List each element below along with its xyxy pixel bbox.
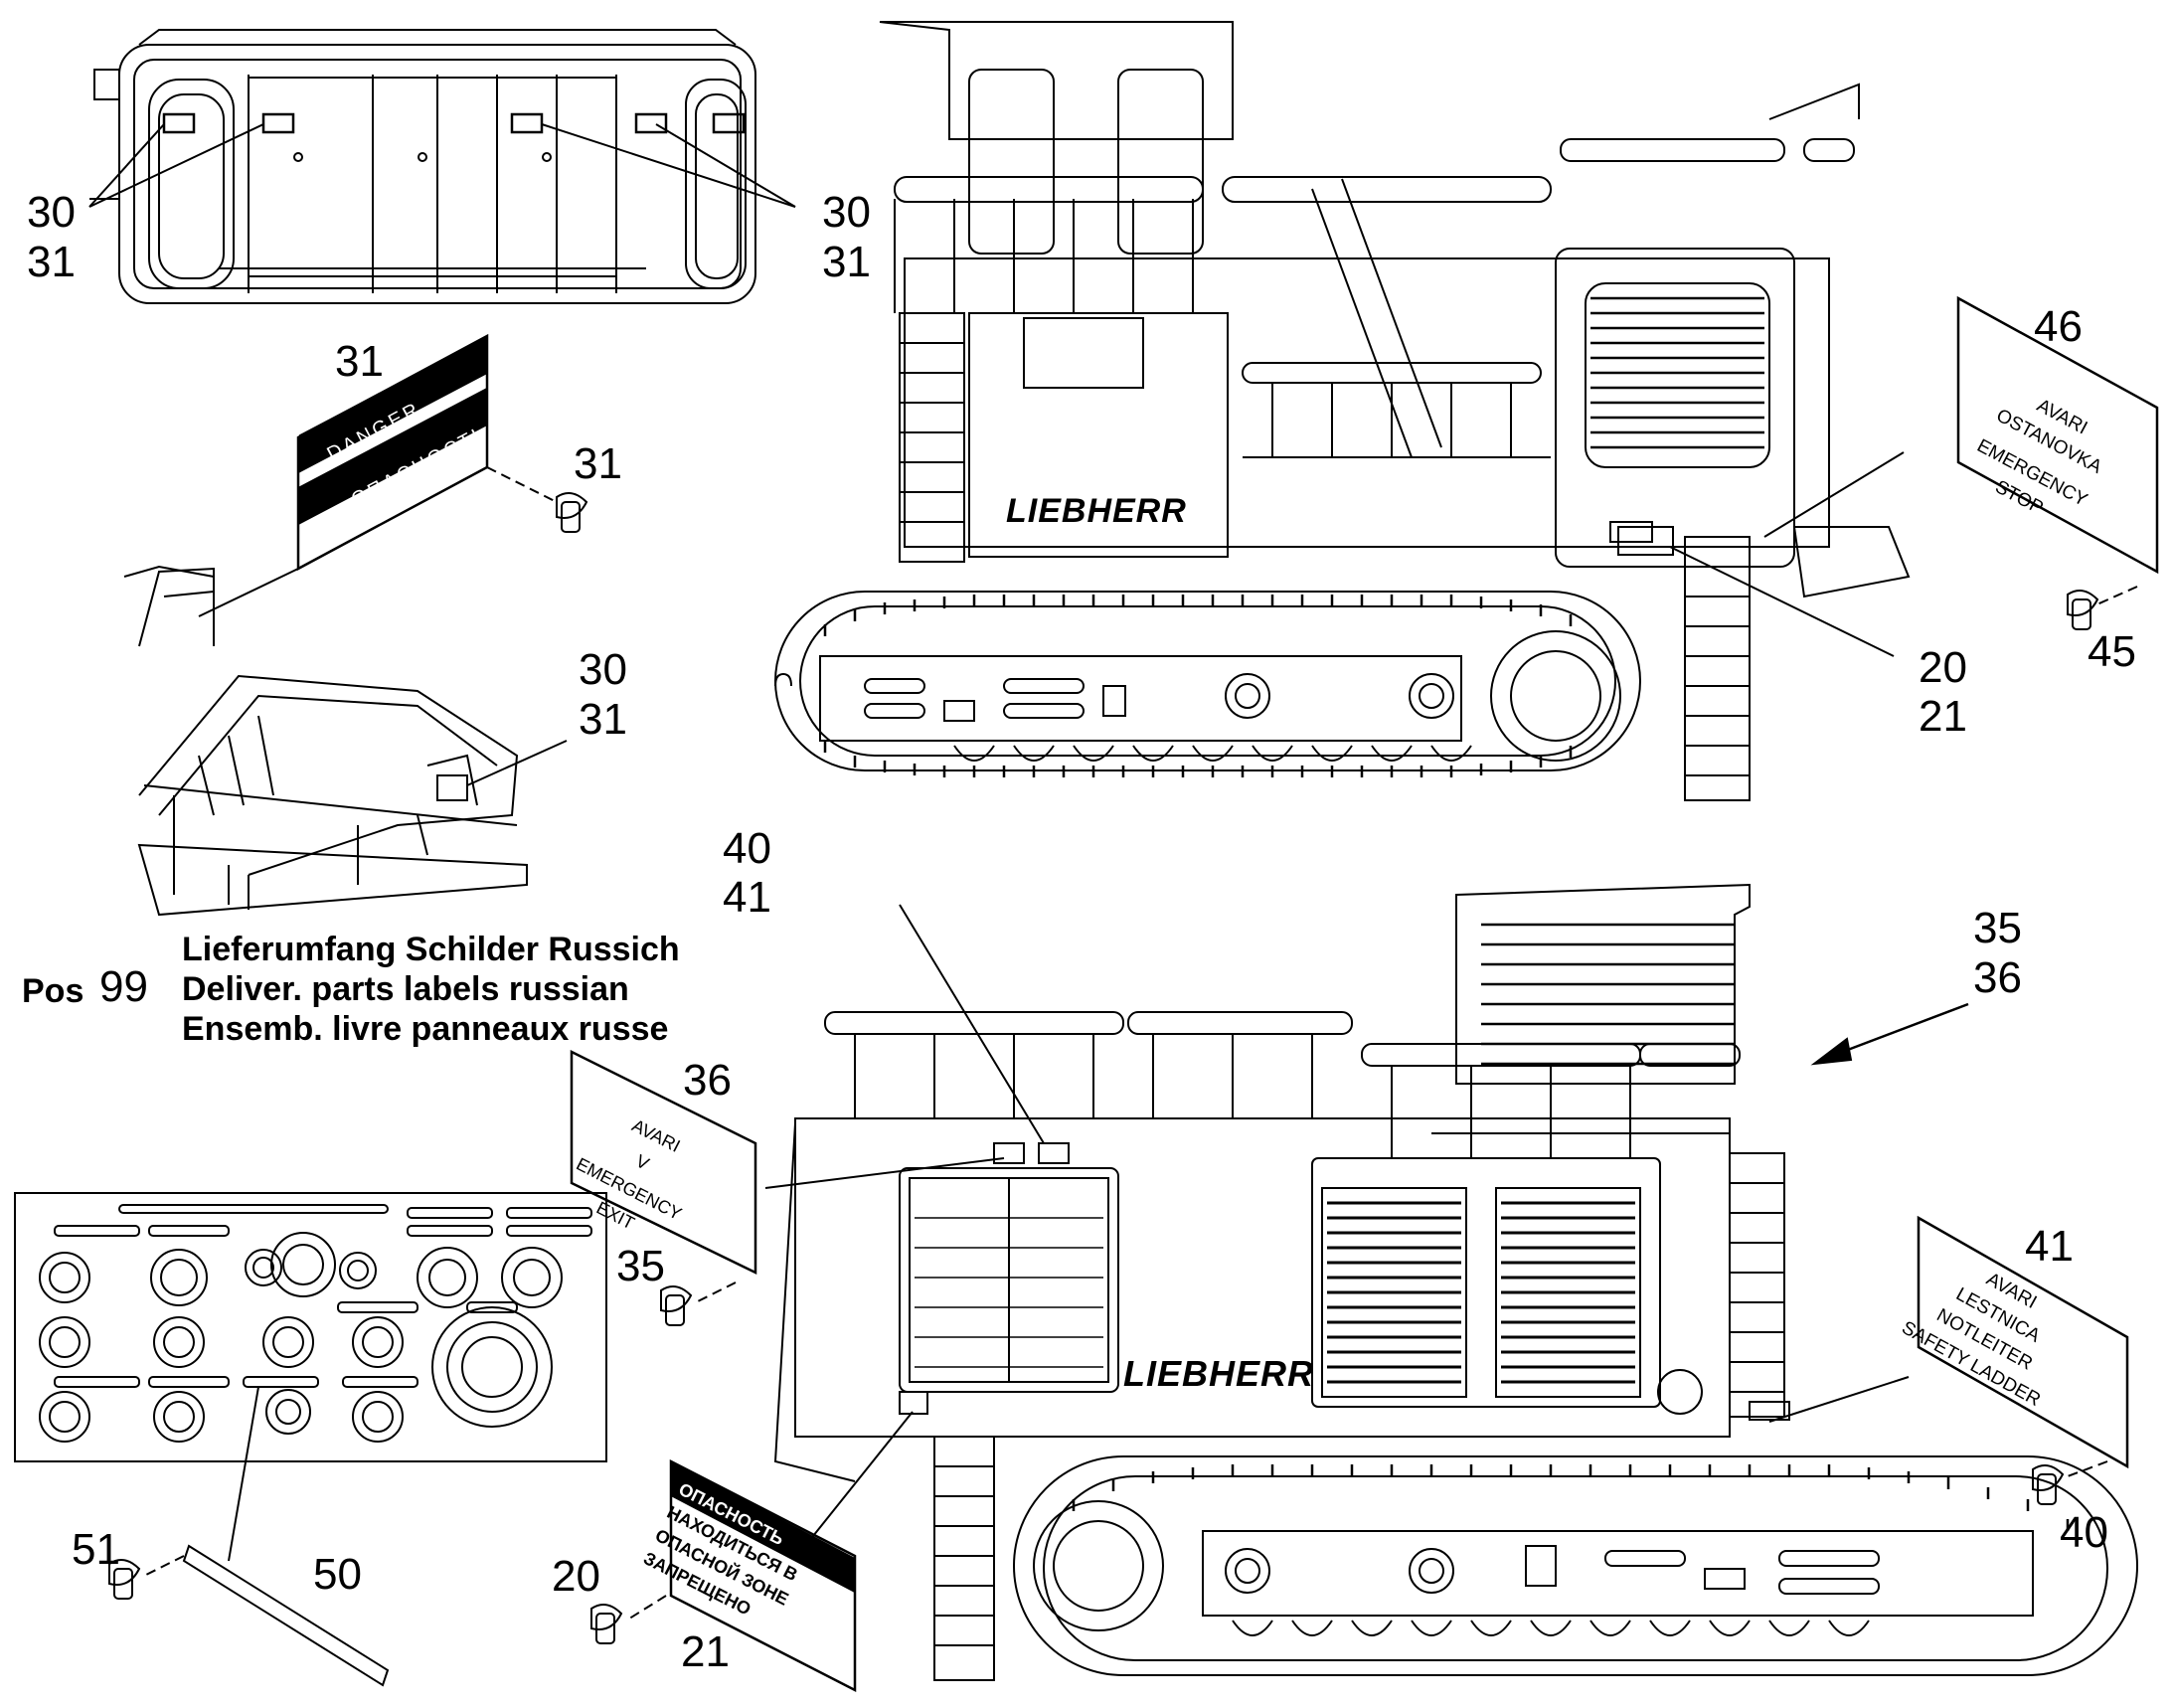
- callout-31-screw: 31: [574, 439, 622, 488]
- emergency-stop-sign-46: [1956, 295, 2159, 630]
- callout-46: 46: [2034, 302, 2083, 351]
- callout-21-top: 21: [1919, 692, 1967, 741]
- callout-41-sign: 41: [2025, 1222, 2074, 1271]
- brand-logo-top: LIEBHERR: [1006, 492, 1187, 530]
- callout-40: 40: [723, 824, 771, 873]
- callout-51: 51: [72, 1525, 120, 1574]
- platform-view: [123, 565, 568, 917]
- excavator-side-view-top: [774, 21, 1911, 801]
- excavator-side-view-bottom: [764, 883, 2138, 1681]
- label-strip-50: [108, 1544, 390, 1687]
- callout-20-top: 20: [1919, 643, 1967, 692]
- safety-ladder-sign-41: [1917, 1215, 2129, 1505]
- control-panel: [14, 1192, 607, 1562]
- callout-35: 35: [1973, 904, 2022, 952]
- pos-number: 99: [99, 962, 148, 1011]
- callout-21-sign: 21: [681, 1627, 730, 1676]
- description-en: Deliver. parts labels russian: [182, 970, 629, 1008]
- danger-sign-31: [296, 333, 588, 572]
- callout-31-top-left: 31: [27, 238, 76, 286]
- callout-41: 41: [723, 873, 771, 922]
- callout-50: 50: [313, 1550, 362, 1599]
- emergency-exit-sign-36: [570, 1049, 757, 1326]
- callout-31-danger-sign: 31: [335, 337, 384, 386]
- callout-20-screw: 20: [552, 1552, 600, 1601]
- callout-36: 36: [1973, 953, 2022, 1002]
- callout-31-top-right: 31: [822, 238, 871, 286]
- callout-35-screw: 35: [616, 1242, 665, 1290]
- callout-31-platform: 31: [579, 695, 627, 744]
- description-fr: Ensemb. livre panneaux russe: [182, 1010, 669, 1048]
- callout-30-top-right: 30: [822, 188, 871, 237]
- danger-sign-21: [590, 1458, 857, 1693]
- callout-30-top-left: 30: [27, 188, 76, 237]
- callout-45: 45: [2088, 627, 2136, 676]
- cabinet-doors-view: [88, 29, 796, 304]
- callout-40-screw: 40: [2060, 1508, 2108, 1557]
- pos-label: Pos: [22, 972, 84, 1010]
- brand-logo-bottom: LIEBHERR: [1123, 1353, 1315, 1394]
- callout-36-sign: 36: [683, 1056, 732, 1105]
- callout-30-platform: 30: [579, 645, 627, 694]
- description-de: Lieferumfang Schilder Russich: [182, 931, 680, 968]
